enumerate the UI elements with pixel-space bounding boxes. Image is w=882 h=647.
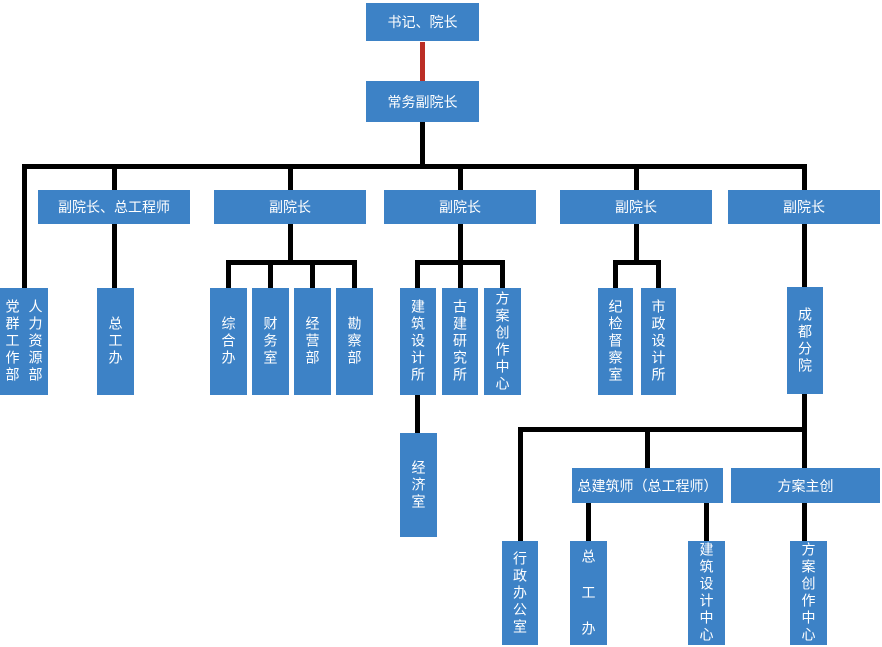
- connector: [518, 427, 807, 432]
- connector: [458, 260, 463, 288]
- connector: [22, 164, 27, 288]
- node-label: 副院长: [783, 199, 825, 215]
- node-dangqun-renli: 党群工作部 人力资源部: [0, 288, 48, 395]
- node-kancha: 勘察部: [336, 288, 373, 395]
- connector: [352, 260, 357, 288]
- node-label: 古建研究所: [452, 299, 468, 384]
- node-label: 党群工作部: [4, 299, 21, 384]
- node-cd-facz: 方案创作中心: [790, 541, 827, 645]
- connector: [415, 260, 420, 288]
- connector: [518, 427, 523, 541]
- node-caiwu: 财务室: [252, 288, 289, 395]
- node-label: 副院长: [269, 199, 311, 215]
- node-shizheng: 市政设计所: [641, 288, 676, 395]
- connector: [420, 122, 425, 169]
- connector: [500, 260, 505, 288]
- node-label: 方案主创: [777, 477, 834, 494]
- connector: [458, 224, 463, 265]
- node-label: 人力资源部: [27, 299, 44, 384]
- node-cd-jzsj: 建筑设计中心: [688, 541, 725, 645]
- node-exec-vp: 常务副院长: [366, 81, 479, 122]
- connector: [704, 503, 709, 541]
- node-zgb: 总工办: [97, 288, 134, 395]
- connector: [112, 224, 117, 288]
- connector: [226, 260, 231, 288]
- node-vp5: 副院长: [728, 190, 880, 224]
- node-cd-master: 方案主创: [731, 468, 880, 503]
- node-chengdu: 成都分院: [787, 287, 823, 394]
- node-zonghe: 综合办: [210, 288, 247, 395]
- connector: [802, 394, 807, 432]
- node-label: 副院长: [615, 199, 657, 215]
- node-label: 总 工 办: [580, 548, 597, 638]
- connector: [656, 260, 661, 288]
- node-label: 纪检督察室: [607, 299, 624, 384]
- connector: [310, 260, 315, 288]
- node-label: 市政设计所: [650, 299, 667, 384]
- node-label: 财务室: [262, 316, 279, 367]
- connector: [288, 164, 293, 190]
- node-root: 书记、院长: [366, 3, 479, 41]
- connector: [645, 427, 650, 468]
- node-label: 方案创作中心: [800, 542, 817, 644]
- node-vp4: 副院长: [560, 190, 712, 224]
- connector: [288, 224, 293, 265]
- node-gujian: 古建研究所: [442, 288, 478, 395]
- connector: [634, 224, 639, 265]
- node-label: 建筑设计中心: [698, 542, 715, 644]
- connector-root-exec: [420, 42, 425, 81]
- connector: [586, 503, 591, 541]
- connector: [613, 260, 661, 265]
- node-vp1: 副院长、总工程师: [38, 190, 190, 224]
- connector: [634, 164, 639, 190]
- connector-trunk: [22, 164, 807, 169]
- connector: [802, 164, 807, 190]
- connector: [802, 503, 807, 541]
- connector: [415, 395, 420, 433]
- connector: [613, 260, 618, 288]
- node-label: 副院长、总工程师: [58, 199, 170, 215]
- node-jzsjs: 建筑设计所: [400, 288, 436, 395]
- node-label: 综合办: [220, 316, 237, 367]
- node-label: 经济室: [410, 459, 427, 511]
- connector: [268, 260, 273, 288]
- node-vp3: 副院长: [384, 190, 536, 224]
- node-label: 常务副院长: [387, 93, 458, 110]
- node-label: 方案创作中心: [494, 290, 511, 393]
- node-label: 总建筑师（总工程师）: [577, 477, 718, 494]
- node-label: 副院长: [439, 199, 481, 215]
- connector: [112, 164, 117, 190]
- node-jijian: 纪检督察室: [598, 288, 633, 395]
- node-jingji: 经济室: [400, 433, 437, 537]
- node-fachuang: 方案创作中心: [484, 288, 521, 395]
- connector: [458, 164, 463, 190]
- node-label: 书记、院长: [387, 14, 458, 30]
- node-jingying: 经营部: [294, 288, 331, 395]
- node-cd-zgb: 总 工 办: [570, 541, 607, 645]
- node-label: 经营部: [304, 316, 321, 367]
- connector: [226, 260, 357, 265]
- node-label: 总工办: [107, 316, 124, 367]
- node-label: 勘察部: [346, 316, 363, 367]
- node-label: 行政办公室: [512, 550, 528, 636]
- node-cd-xingzheng: 行政办公室: [502, 541, 538, 645]
- node-vp2: 副院长: [214, 190, 366, 224]
- node-label: 成都分院: [797, 306, 813, 375]
- node-cd-arch: 总建筑师（总工程师）: [572, 468, 723, 503]
- connector: [802, 427, 807, 468]
- node-label: 建筑设计所: [410, 299, 426, 384]
- connector: [802, 224, 807, 287]
